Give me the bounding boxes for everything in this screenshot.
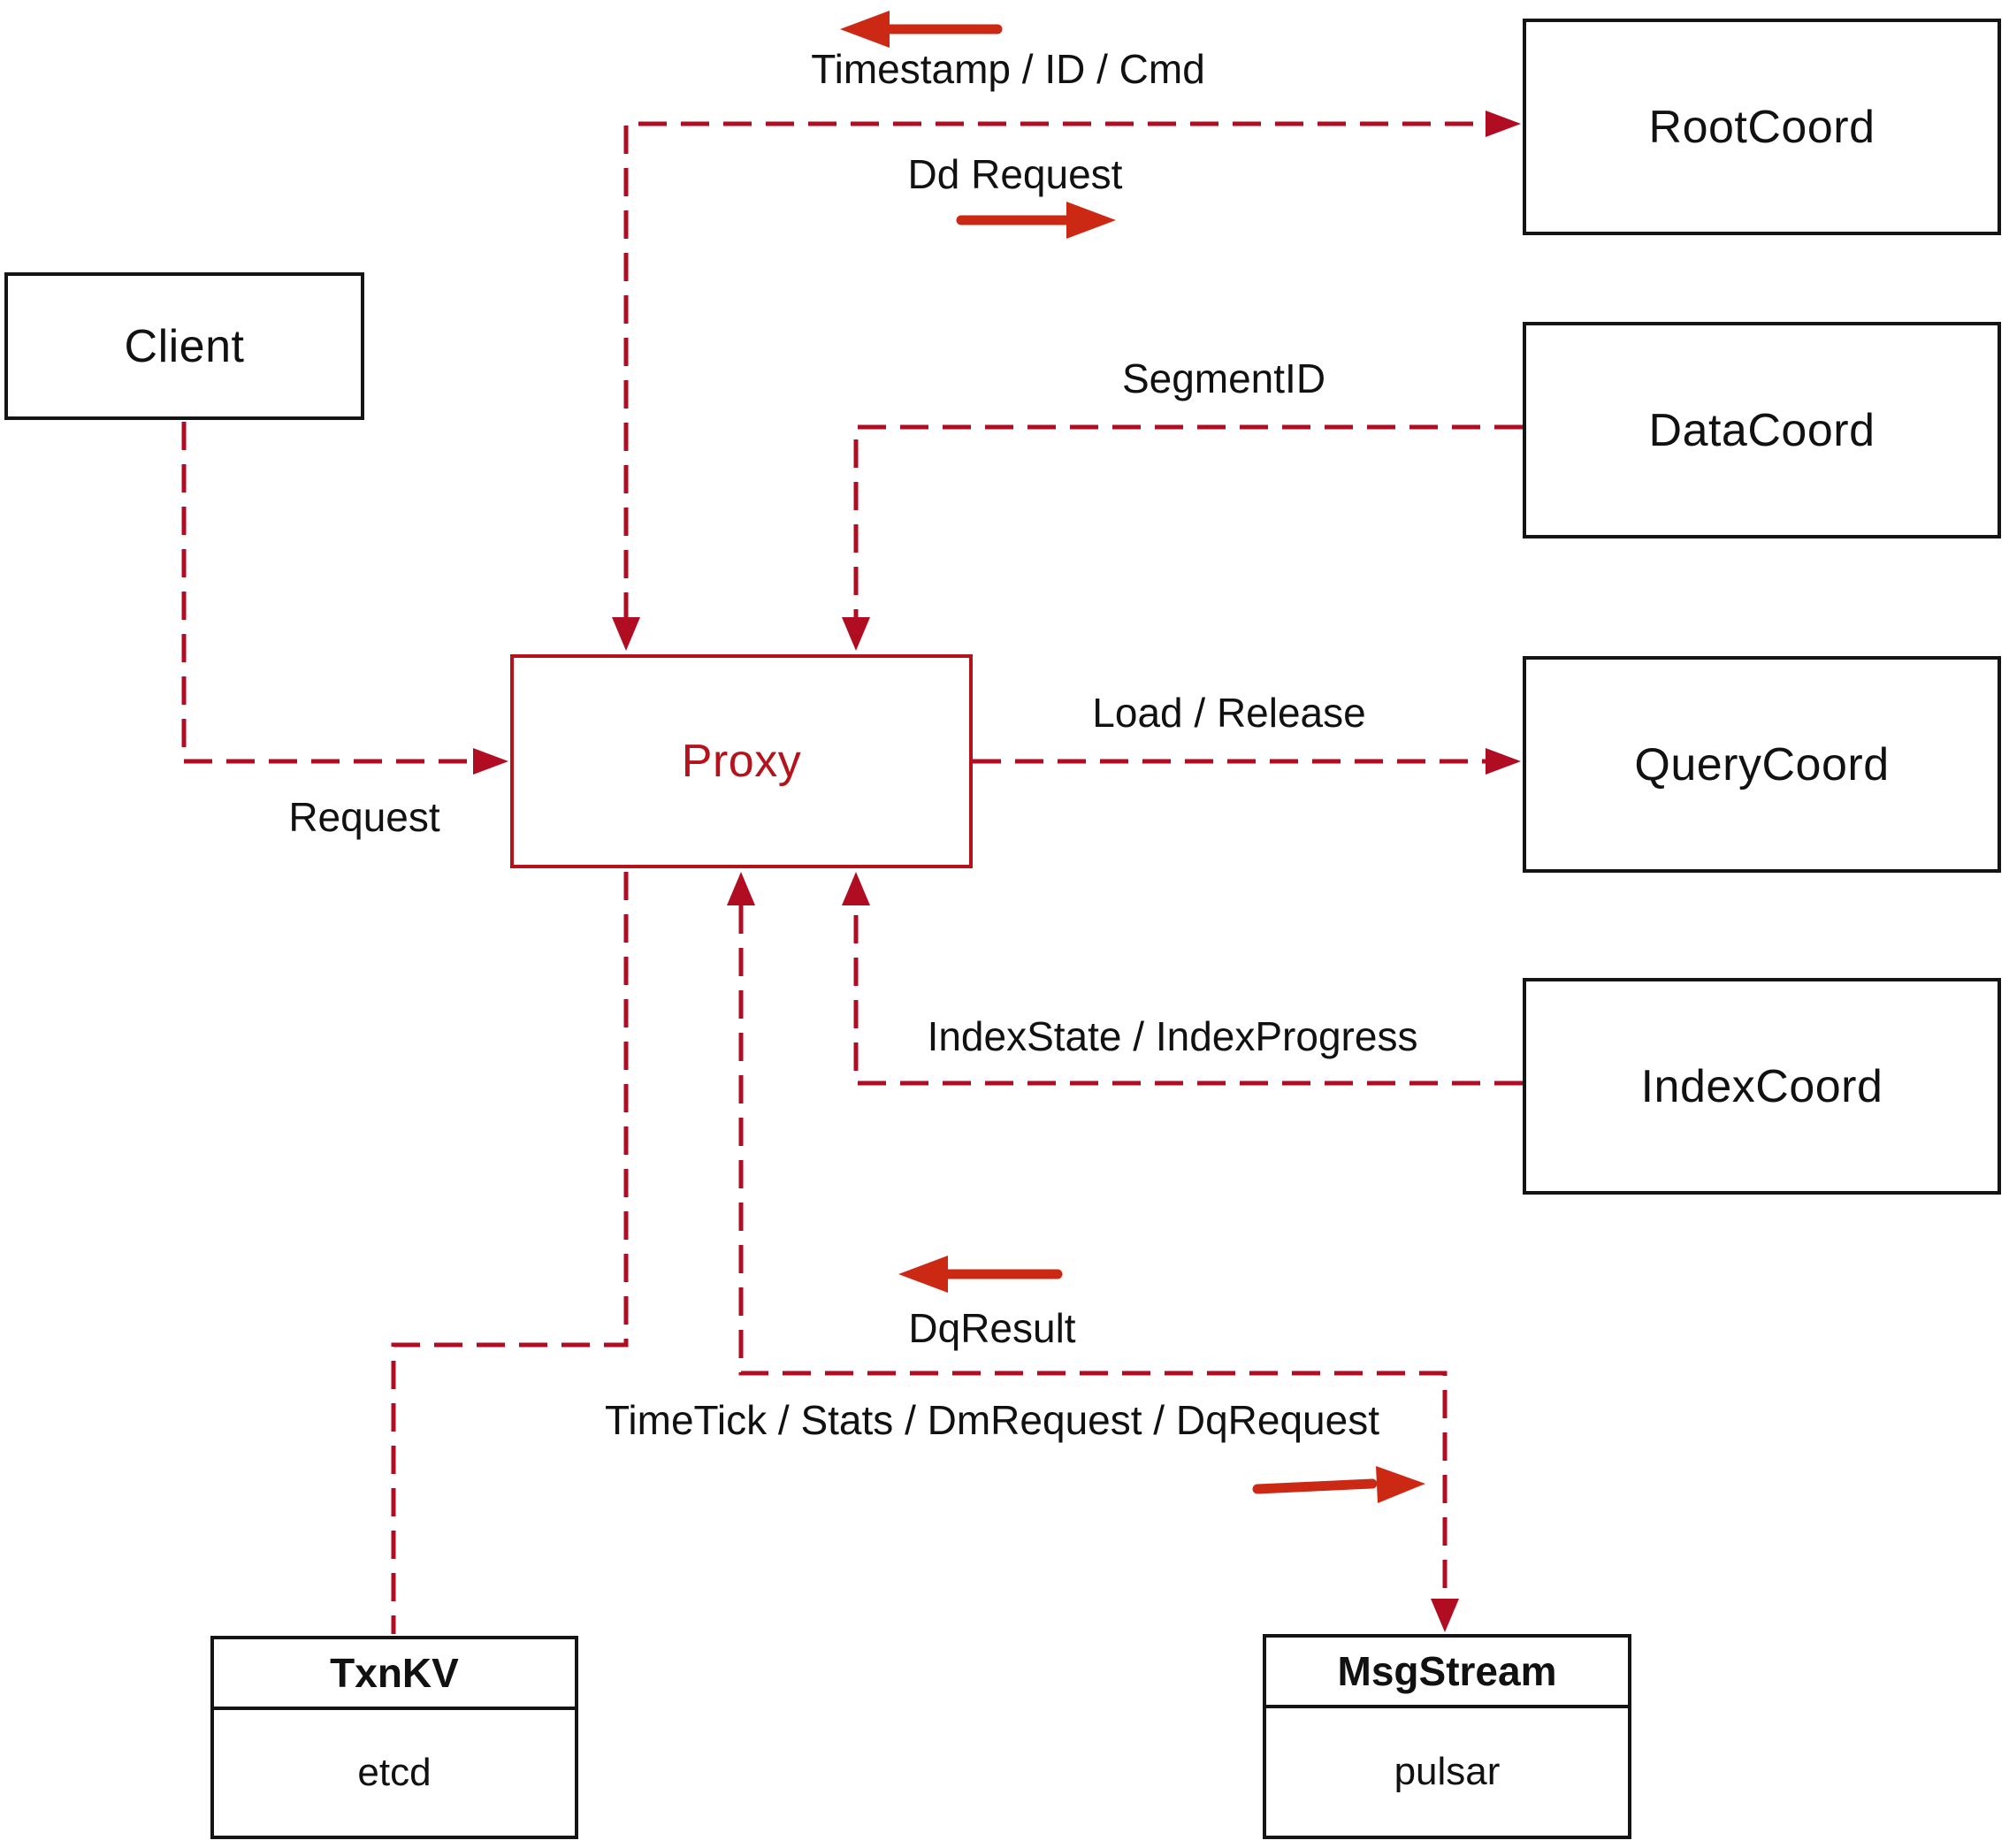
indexcoord-proxy-connector bbox=[853, 905, 1523, 1086]
edge-label-timestamp-id-cmd: Timestamp / ID / Cmd bbox=[811, 46, 1205, 92]
querycoord-node-label: QueryCoord bbox=[1634, 738, 1890, 790]
client-node: Client bbox=[4, 272, 364, 420]
arrowhead-into-rootcoord-icon bbox=[1486, 111, 1521, 137]
timestamp-direction-left-arrowhead-icon bbox=[840, 11, 890, 48]
txnkv-node-title: TxnKV bbox=[214, 1639, 575, 1710]
rootcoord-node-label: RootCoord bbox=[1648, 101, 1875, 153]
querycoord-node: QueryCoord bbox=[1523, 656, 2001, 873]
datacoord-node: DataCoord bbox=[1523, 322, 2001, 538]
txnkv-node-subtitle: etcd bbox=[357, 1751, 432, 1794]
arrowhead-into-proxy-top-right-icon bbox=[842, 617, 870, 651]
edge-label-time-tick: TimeTick / Stats / DmRequest / DqRequest bbox=[605, 1397, 1379, 1443]
arrowhead-into-msgstream-icon bbox=[1431, 1599, 1459, 1632]
msgstream-node: MsgStream pulsar bbox=[1263, 1634, 1631, 1839]
txnkv-node: TxnKV etcd bbox=[210, 1636, 578, 1839]
client-node-label: Client bbox=[124, 320, 245, 372]
dd-request-direction-right-arrowhead-icon bbox=[1066, 202, 1116, 239]
msgstream-node-title: MsgStream bbox=[1266, 1638, 1628, 1708]
edge-label-index-state-progress: IndexState / IndexProgress bbox=[927, 1013, 1418, 1059]
arrowhead-into-proxy-top-left-icon bbox=[612, 617, 640, 651]
proxy-node: Proxy bbox=[510, 654, 973, 868]
edge-label-dd-request: Dd Request bbox=[907, 151, 1123, 197]
arrowhead-into-querycoord-icon bbox=[1486, 748, 1521, 775]
indexcoord-node-label: IndexCoord bbox=[1640, 1060, 1883, 1112]
client-proxy-connector bbox=[181, 422, 475, 764]
arrowhead-into-proxy-left-icon bbox=[473, 748, 508, 775]
edge-label-dq-result: DqResult bbox=[908, 1305, 1076, 1351]
timetick-direction-right-arrow-icon bbox=[1252, 1478, 1378, 1494]
dqresult-direction-left-arrowhead-icon bbox=[898, 1256, 948, 1293]
msgstream-node-subtitle: pulsar bbox=[1394, 1750, 1501, 1793]
arrowhead-into-proxy-bottom-middle-icon bbox=[727, 872, 755, 905]
rootcoord-node: RootCoord bbox=[1523, 19, 2001, 235]
edge-label-request: Request bbox=[288, 794, 440, 840]
datacoord-node-label: DataCoord bbox=[1648, 404, 1875, 456]
timetick-direction-right-arrowhead-icon bbox=[1376, 1466, 1425, 1503]
arrowhead-into-proxy-bottom-right-icon bbox=[842, 872, 870, 905]
datacoord-proxy-connector bbox=[853, 424, 1523, 619]
indexcoord-node: IndexCoord bbox=[1523, 978, 2001, 1195]
edge-label-load-release: Load / Release bbox=[1092, 690, 1366, 736]
edge-label-segment-id: SegmentID bbox=[1121, 355, 1326, 401]
proxy-rootcoord-connector bbox=[623, 121, 1487, 621]
proxy-node-label: Proxy bbox=[681, 736, 802, 787]
proxy-txnkv-connector bbox=[391, 872, 629, 1634]
proxy-msgstream-connector bbox=[738, 905, 1448, 1599]
